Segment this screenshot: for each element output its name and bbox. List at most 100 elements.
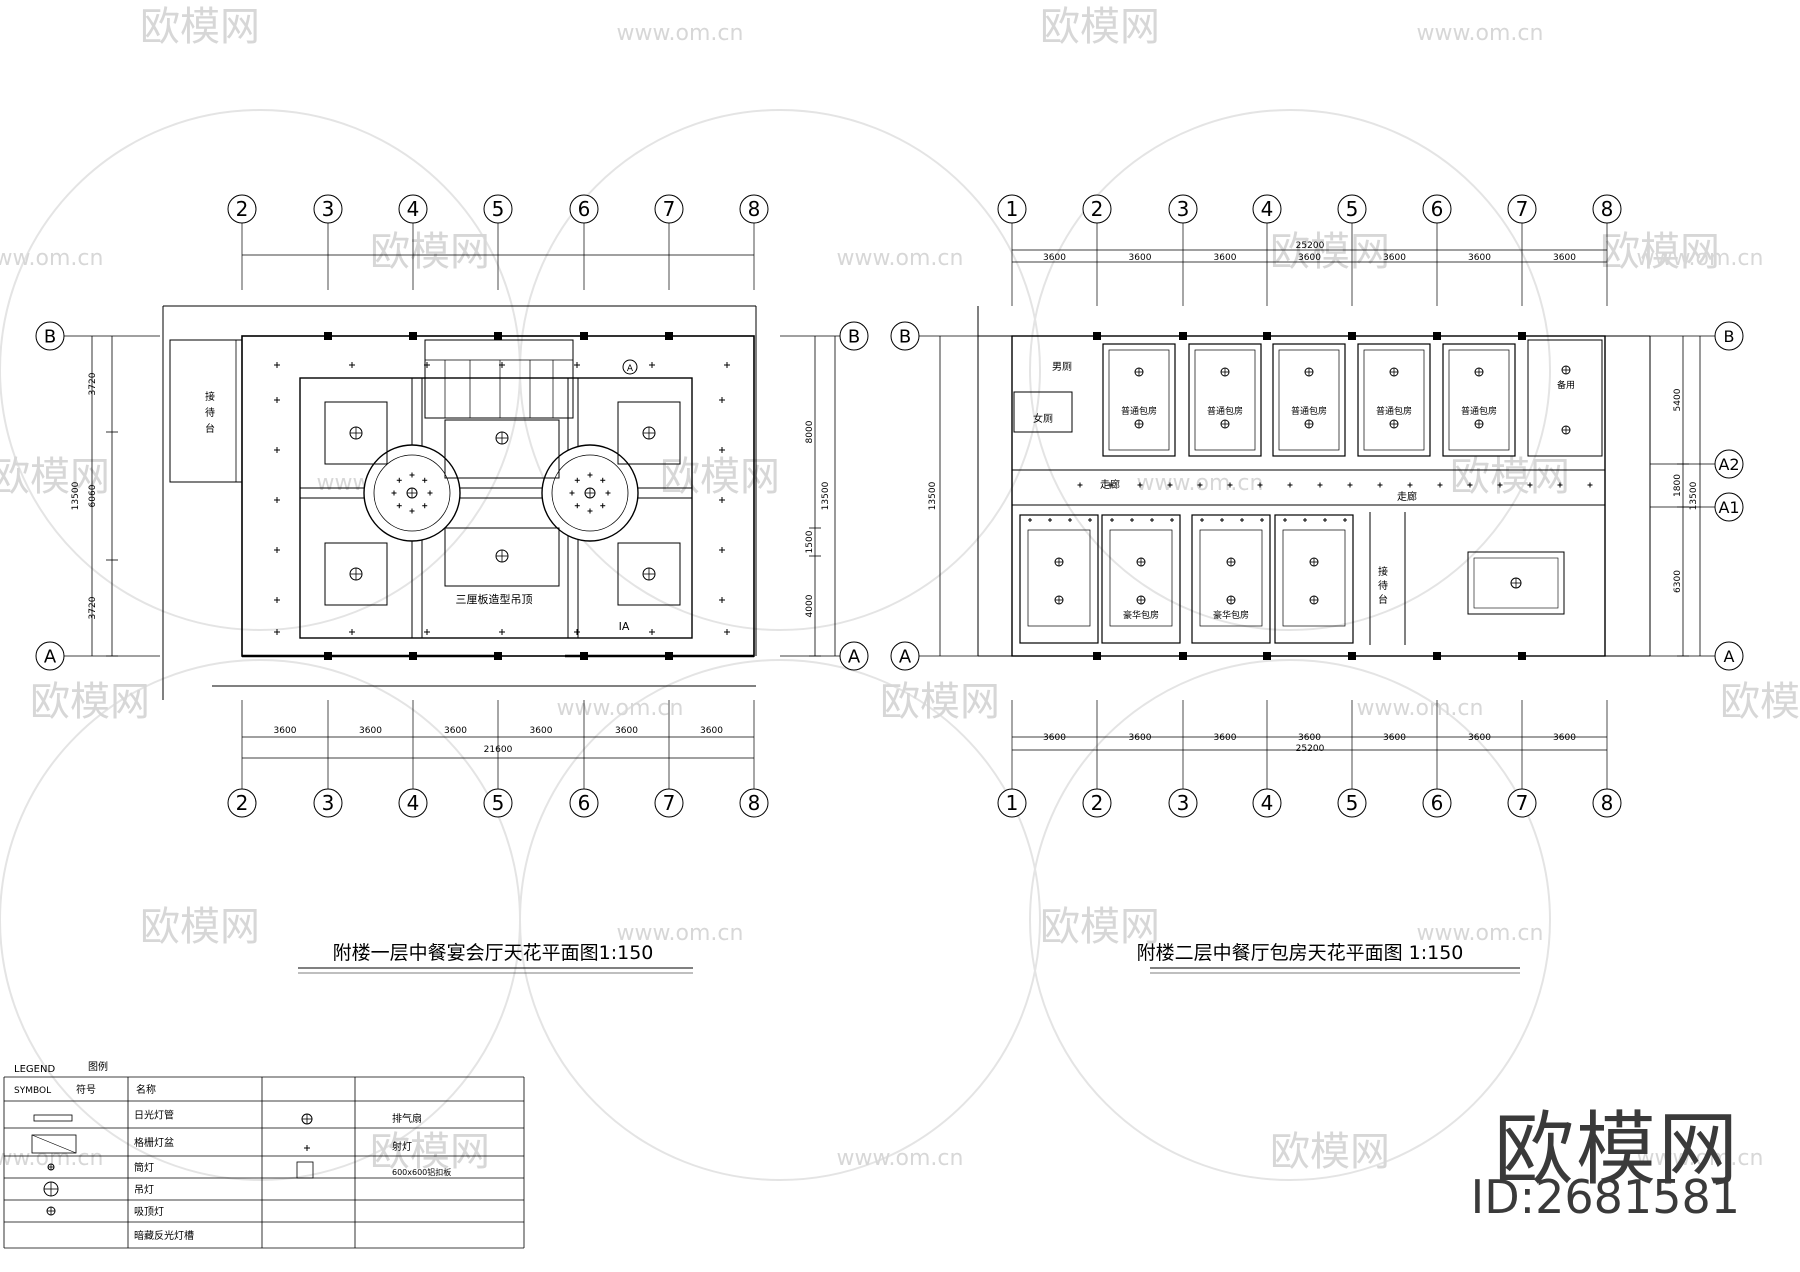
watermark-url: www.om.cn [1637,1146,1764,1171]
axis-label: 6 [578,791,591,815]
watermark-url: www.om.cn [837,246,964,271]
grille-lamp-symbol [31,1134,77,1154]
dimension-value: 3600 [1043,733,1066,743]
dimension-total: 25200 [1296,744,1325,754]
axis-label: 4 [407,197,420,221]
watermark-layer: 欧模网欧模网欧模网欧模网欧模网欧模网欧模网欧模网欧模网欧模网欧模网欧模网欧模网欧… [0,4,1800,1181]
axis-label: 7 [1516,197,1529,221]
room-label: 普通包房 [1461,405,1497,417]
private-room-deluxe [1274,514,1354,644]
room-label: 女厕 [1033,412,1053,425]
legend-title-cn: 图例 [88,1060,108,1073]
dimension-value: 3600 [700,726,723,736]
watermark-brand: 欧模网 [1270,229,1390,275]
axis-label: 2 [236,197,249,221]
column [1348,652,1356,660]
round-tray-inner [551,454,629,532]
watermark-url: www.om.cn [1417,21,1544,46]
axis-label: 8 [1601,197,1614,221]
column [1179,652,1187,660]
dimension-value: 3600 [1553,253,1576,263]
private-room-deluxe [1101,514,1181,644]
dimension-value: 4000 [805,594,815,617]
private-room-normal [1357,343,1431,457]
room-label: 普通包房 [1207,405,1243,417]
watermark-url: www.om.cn [617,921,744,946]
ceiling-panel [617,401,681,465]
dimension-value: 8000 [805,420,815,443]
legend-header: 名称 [136,1083,156,1096]
private-room-inner [1363,349,1425,451]
axis-label: 4 [407,791,420,815]
axis-label: 7 [663,791,676,815]
room-label: 普通包房 [1121,405,1157,417]
spare-room [1527,339,1603,457]
reception-label-char: 台 [1378,593,1388,606]
dimension-value: 3720 [88,596,98,619]
dimension-value: 1800 [1673,474,1683,497]
ceiling-panel [324,542,388,606]
column [1433,652,1441,660]
floor-boundary [1011,335,1606,657]
dimension-value: 3600 [1553,733,1576,743]
dimension-value: 3600 [1129,733,1152,743]
ceiling-panel [444,527,560,587]
watermark-url: www.om.cn [1417,921,1544,946]
watermark-brand: 欧模网 [140,4,260,50]
axis-label: 8 [748,197,761,221]
dimension-value: 6300 [1673,570,1683,593]
watermark-brand: 欧模网 [1040,4,1160,50]
axis-label: B [1724,327,1735,346]
axis-label: 3 [322,791,335,815]
legend-header: SYMBOL [14,1086,51,1096]
dimension-value: 3600 [1298,733,1321,743]
axis-label: A [899,646,912,667]
dimension-value: 6060 [88,484,98,507]
legend-item: 吸顶灯 [134,1206,164,1218]
axis-label: 3 [1177,791,1190,815]
stair-void [424,339,574,419]
watermark-brand: 欧模网 [1270,1129,1390,1175]
legend-item: 射灯 [392,1141,412,1153]
axis-label: 1 [1006,197,1019,221]
private-room-normal [1442,343,1516,457]
private-room-deluxe [1019,514,1099,644]
column [1179,332,1187,340]
room-label: 普通包房 [1291,405,1327,417]
callout-label: A [627,364,634,374]
column [1093,652,1101,660]
legend-item: 暗藏反光灯槽 [134,1229,194,1242]
private-room-inner [1278,349,1340,451]
plan-title: 附楼二层中餐厅包房天花平面图 1:150 [1137,942,1464,964]
round-tray-inner [373,454,451,532]
axis-label: 7 [663,197,676,221]
reception-label-char: 待 [205,406,215,419]
dining-table [1282,529,1346,627]
ceiling-panel [324,401,388,465]
dimension-value: 3600 [615,726,638,736]
legend-item: 格栅灯盆 [134,1136,174,1149]
model-id: ID:2681581 [1470,1170,1740,1224]
column [1518,332,1526,340]
reception-label-char: 待 [1378,579,1388,592]
axis-label: 2 [236,791,249,815]
dimension-total: 25200 [1296,241,1325,251]
reception-label-char: 接 [205,390,215,403]
axis-label: 6 [1431,197,1444,221]
dimension-value: 3600 [1383,733,1406,743]
dimension-value: 3600 [1043,253,1066,263]
axis-label: A [848,646,861,667]
dining-table [1109,529,1173,627]
dimension-value: 3720 [88,372,98,395]
watermark-brand: 欧模网 [30,679,150,725]
axis-label: A [44,646,57,667]
brand-name: 欧模网 [1494,1103,1740,1196]
watermark-brand: 欧模网 [370,229,490,275]
fluorescent-tube-symbol [33,1114,73,1122]
axis-label: 4 [1261,791,1274,815]
column [409,332,417,340]
watermark-url: www.om.cn [1637,246,1764,271]
axis-label: 5 [492,791,505,815]
column [665,332,673,340]
